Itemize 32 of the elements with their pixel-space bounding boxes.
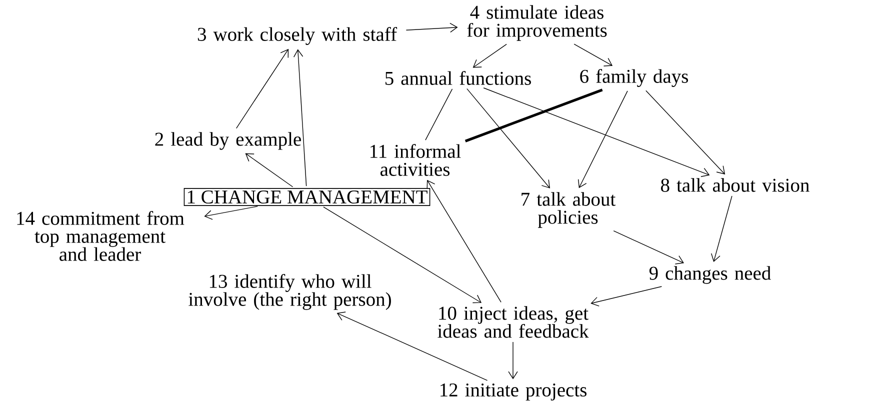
node-label: 6 family days	[580, 69, 688, 87]
arrow	[245, 153, 294, 188]
node-label: 13 identify who will involve (the right person)	[188, 274, 391, 310]
arrow	[508, 342, 518, 380]
node-label: 7 talk about policies	[522, 192, 616, 228]
arrow	[483, 88, 710, 177]
arrow	[406, 22, 458, 33]
node-label: 3 work closely with staff	[198, 27, 398, 45]
arrow	[323, 206, 482, 304]
node-label: 8 talk about vision	[661, 178, 810, 192]
node-label: 14 commitment from top management and leader	[17, 211, 184, 261]
boxed-label: 1 CHANGE MANAGEMENT	[184, 188, 430, 206]
arrow	[578, 90, 628, 188]
arrow	[574, 44, 613, 66]
arrow	[204, 206, 258, 220]
arrow	[466, 88, 550, 188]
arrow	[613, 230, 684, 264]
node-label: 11 informal activities	[370, 144, 461, 176]
node-label: 9 changes need	[649, 266, 771, 284]
arrow	[336, 312, 488, 381]
node-label: 2 lead by example	[155, 132, 301, 150]
arrow	[646, 90, 726, 174]
node-label: 5 annual functions	[386, 71, 531, 85]
node-label: 4 stimulate ideas for improvements	[467, 5, 607, 41]
arrow	[590, 286, 662, 306]
arrow	[472, 44, 507, 68]
node-label: 12 initiate projects	[440, 383, 586, 401]
node-label: 10 inject ideas, get ideas and feedback	[438, 306, 589, 338]
arrow	[293, 49, 307, 186]
arrow	[710, 196, 732, 262]
arrow	[236, 48, 289, 129]
arrow	[426, 180, 502, 303]
